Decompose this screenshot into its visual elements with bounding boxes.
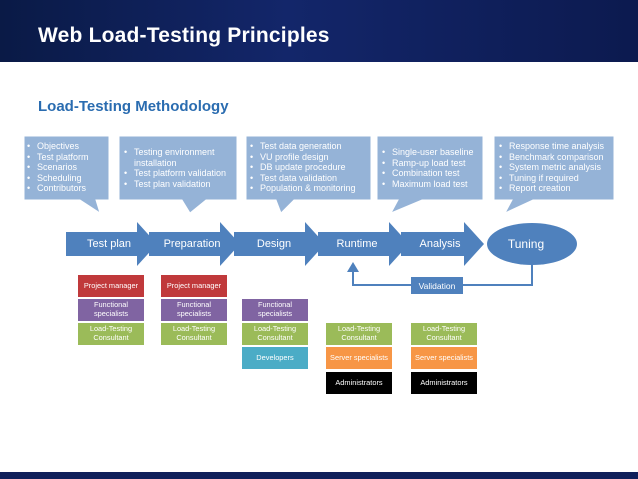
callout-item: Scheduling — [27, 173, 109, 184]
role-project-manager: Project manager — [161, 275, 227, 297]
role-project-manager: Project manager — [78, 275, 144, 297]
callout-design: Test data generationVU profile designDB … — [250, 141, 370, 194]
stage-analysis: Analysis — [419, 238, 461, 250]
arrow-shape-design — [234, 222, 325, 266]
role-administrators: Administrators — [411, 372, 477, 394]
callout-item: VU profile design — [250, 152, 370, 163]
callout-item: Testing environment installation — [124, 147, 236, 168]
stage-preparation: Preparation — [163, 238, 221, 250]
callout-item: Test data generation — [250, 141, 370, 152]
role-administrators: Administrators — [326, 372, 392, 394]
role-load-testing-consultant: Load-Testing Consultant — [242, 323, 308, 345]
callout-item: Maximum load test — [382, 179, 482, 190]
slide-title: Web Load-Testing Principles — [38, 24, 330, 47]
arrow-shape-test-plan — [66, 222, 157, 266]
callout-item: Population & monitoring — [250, 183, 370, 194]
callout-item: Tuning if required — [499, 173, 613, 184]
callout-item: Report creation — [499, 183, 613, 194]
section-heading: Load-Testing Methodology — [38, 98, 229, 115]
callout-item: Ramp-up load test — [382, 158, 482, 169]
callout-item: DB update procedure — [250, 162, 370, 173]
tuning-ellipse — [487, 223, 577, 265]
callout-item: Test platform — [27, 152, 109, 163]
callout-test-plan: ObjectivesTest platformScenariosScheduli… — [27, 141, 109, 194]
callout-preparation: Testing environment installationTest pla… — [124, 147, 236, 189]
footer-bar — [0, 472, 638, 479]
callout-analysis: Response time analysisBenchmark comparis… — [499, 141, 613, 194]
callout-item: Contributors — [27, 183, 109, 194]
callout-item: Objectives — [27, 141, 109, 152]
stage-runtime: Runtime — [336, 238, 378, 250]
role-load-testing-consultant: Load-Testing Consultant — [326, 323, 392, 345]
callout-item: Benchmark comparison — [499, 152, 613, 163]
role-load-testing-consultant: Load-Testing Consultant — [78, 323, 144, 345]
callout-item: Test plan validation — [124, 179, 236, 190]
role-load-testing-consultant: Load-Testing Consultant — [411, 323, 477, 345]
arrow-shape-preparation — [149, 222, 240, 266]
validation-loop-arrowhead — [347, 262, 359, 272]
role-server-specialists: Server specialists — [411, 347, 477, 369]
stage-design: Design — [256, 238, 292, 250]
role-load-testing-consultant: Load-Testing Consultant — [161, 323, 227, 345]
callout-item: Combination test — [382, 168, 482, 179]
role-functional-specialists: Functional specialists — [78, 299, 144, 321]
role-server-specialists: Server specialists — [326, 347, 392, 369]
callout-item: Test platform validation — [124, 168, 236, 179]
callout-item: Single-user baseline — [382, 147, 482, 158]
callout-runtime: Single-user baselineRamp-up load testCom… — [382, 147, 482, 189]
stage-tuning: Tuning — [507, 237, 545, 251]
title-bar: Web Load-Testing Principles — [0, 0, 638, 62]
arrow-shape-analysis — [401, 222, 484, 266]
stage-test-plan: Test plan — [86, 238, 132, 250]
callout-item: System metric analysis — [499, 162, 613, 173]
arrow-shape-runtime — [318, 222, 409, 266]
callout-item: Scenarios — [27, 162, 109, 173]
role-functional-specialists: Functional specialists — [242, 299, 308, 321]
callout-item: Test data validation — [250, 173, 370, 184]
role-developers: Developers — [242, 347, 308, 369]
validation-box: Validation — [411, 277, 463, 294]
role-functional-specialists: Functional specialists — [161, 299, 227, 321]
callout-item: Response time analysis — [499, 141, 613, 152]
